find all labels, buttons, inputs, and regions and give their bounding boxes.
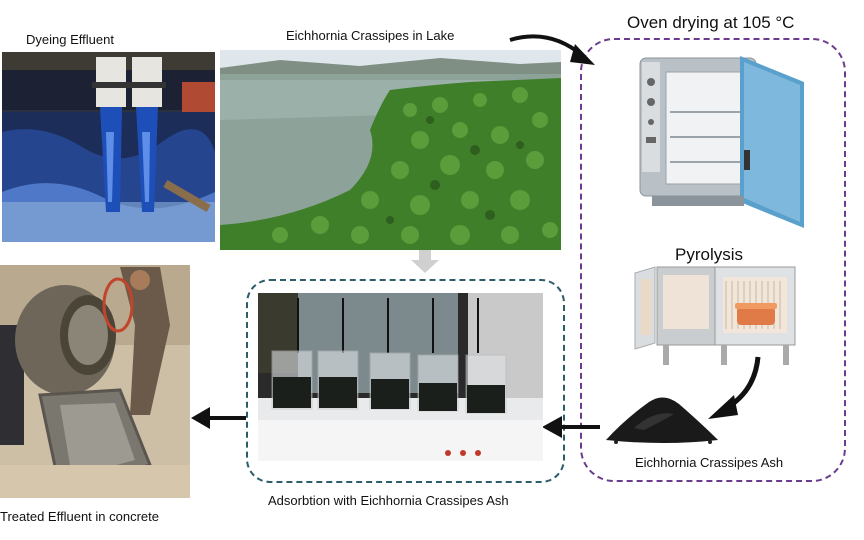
arrow-to-adsorption	[542, 416, 600, 438]
ash-pile-image	[606, 397, 718, 444]
adsorption-process-box	[246, 279, 565, 483]
eichhornia-lake-photo	[220, 50, 561, 250]
dyeing-effluent-photo	[2, 52, 215, 242]
dyeing-effluent-label: Dyeing Effluent	[26, 32, 114, 47]
pyrolysis-furnace-image	[633, 265, 801, 367]
oven-pyrolysis-process-box	[580, 38, 846, 482]
concrete-mixer-photo	[0, 265, 190, 498]
gray-down-arrow	[411, 250, 439, 273]
drying-oven-image	[632, 52, 810, 232]
oven-drying-label: Oven drying at 105 °C	[627, 13, 795, 32]
adsorption-label: Adsorbtion with Eichhornia Crassipes Ash	[268, 493, 509, 508]
adsorption-beakers-photo	[258, 293, 543, 461]
pyrolysis-label: Pyrolysis	[675, 245, 744, 264]
curved-arrow-to-ash	[708, 356, 761, 419]
arrow-to-concrete	[191, 407, 246, 429]
treated-effluent-label: Treated Effluent in concrete	[0, 509, 159, 524]
curved-arrow-to-oven	[509, 34, 595, 65]
ash-label: Eichhornia Crassipes Ash	[635, 455, 784, 470]
lake-label: Eichhornia Crassipes in Lake	[286, 28, 455, 43]
